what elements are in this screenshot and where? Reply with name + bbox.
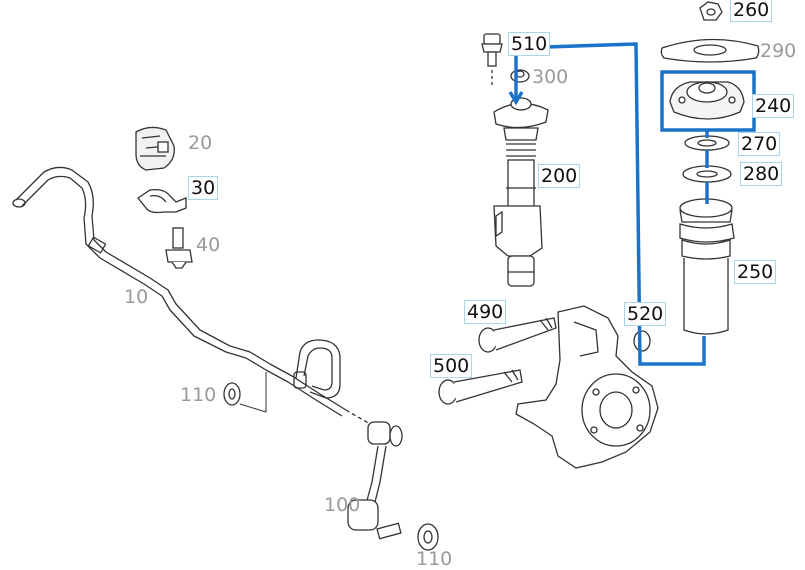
leader-line-110 <box>239 372 267 413</box>
part-label-250[interactable]: 250 <box>734 260 777 284</box>
nut-part-260[interactable] <box>699 1 723 21</box>
part-label-110-left[interactable]: 110 <box>180 384 217 406</box>
bolt-part-490[interactable] <box>478 317 557 353</box>
nut-part-300[interactable] <box>510 69 530 83</box>
washer-part-280[interactable] <box>682 165 732 183</box>
coupling-rod-part-100[interactable] <box>345 409 403 540</box>
strut-mount-part-240[interactable] <box>669 81 745 120</box>
part-label-20[interactable]: 20 <box>188 132 213 154</box>
part-label-240[interactable]: 240 <box>752 94 795 118</box>
shock-absorber-part-200[interactable] <box>493 97 549 287</box>
support-plate-part-290[interactable] <box>660 38 760 63</box>
protective-boot-part-250[interactable] <box>679 198 735 335</box>
part-label-510[interactable]: 510 <box>508 32 551 56</box>
nut-part-110-bottom[interactable] <box>417 523 439 551</box>
steering-knuckle <box>515 305 659 469</box>
part-label-280[interactable]: 280 <box>740 162 783 186</box>
washer-part-110-left[interactable] <box>223 382 241 406</box>
part-label-110-bottom[interactable]: 110 <box>416 548 453 570</box>
part-label-500[interactable]: 500 <box>430 354 473 378</box>
part-label-40[interactable]: 40 <box>196 234 221 256</box>
part-label-200[interactable]: 200 <box>538 164 581 188</box>
rubber-bushing-part-20[interactable] <box>135 126 175 171</box>
part-label-490[interactable]: 490 <box>464 300 507 324</box>
part-label-10[interactable]: 10 <box>124 286 149 308</box>
bolt-part-500[interactable] <box>438 369 523 405</box>
bolt-part-40[interactable] <box>165 227 193 269</box>
clamp-bracket-part-30[interactable] <box>137 188 187 214</box>
stabilizer-u-loop <box>295 339 341 399</box>
part-label-100[interactable]: 100 <box>324 494 361 516</box>
stabilizer-bar-part-10[interactable] <box>12 166 347 417</box>
part-label-290[interactable]: 290 <box>760 40 797 62</box>
parts-diagram <box>12 1 760 551</box>
part-label-260[interactable]: 260 <box>730 0 773 22</box>
part-label-300[interactable]: 300 <box>532 66 569 88</box>
washer-part-270[interactable] <box>684 135 730 151</box>
part-label-30[interactable]: 30 <box>188 176 219 200</box>
part-label-520[interactable]: 520 <box>624 302 667 326</box>
nut-part-520[interactable] <box>633 330 651 352</box>
screw-part-510[interactable] <box>481 33 503 88</box>
part-label-270[interactable]: 270 <box>738 132 781 156</box>
